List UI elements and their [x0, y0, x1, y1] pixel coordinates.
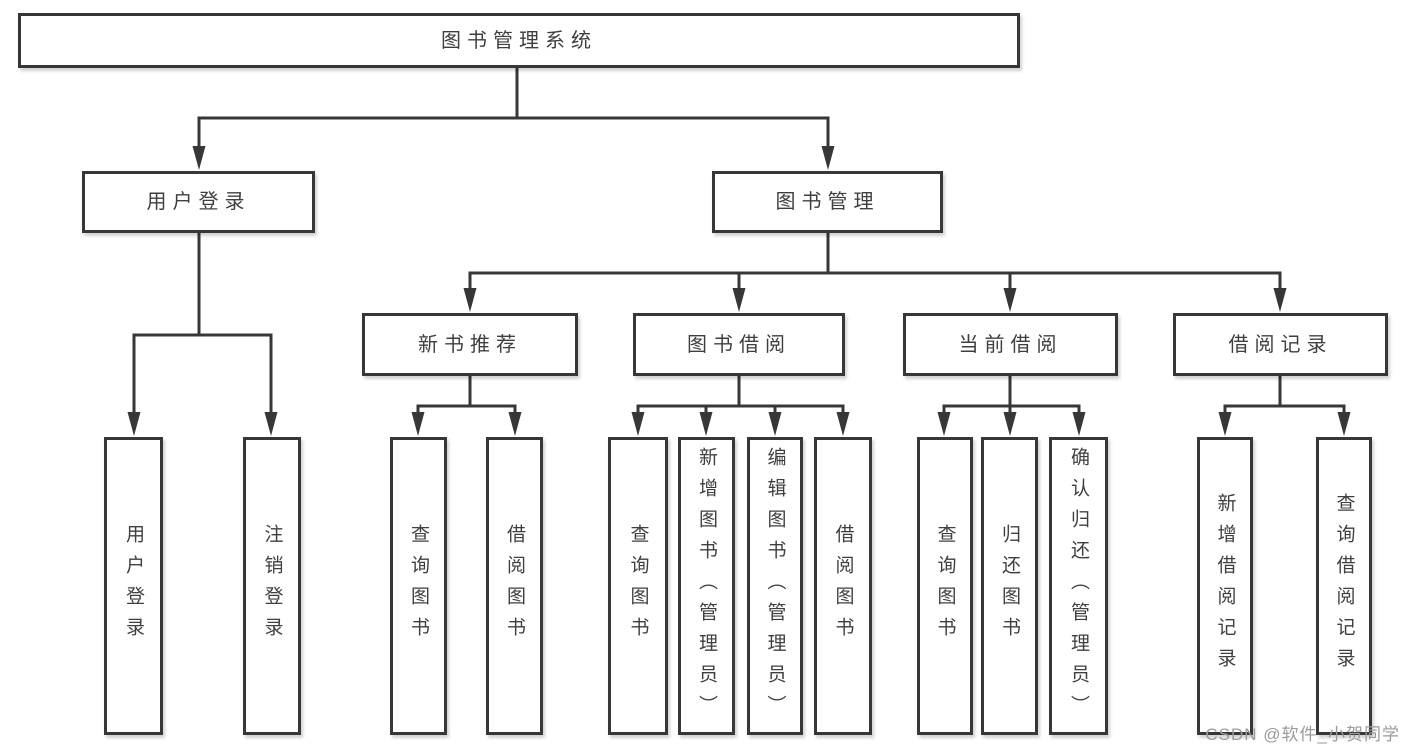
leaf-query-book-current: 查询图书: [917, 437, 973, 735]
leaf-borrow-book: 借阅图书: [814, 437, 872, 735]
node-borrow-records: 借阅记录: [1173, 313, 1388, 376]
leaf-add-borrow-record: 新增借阅记录: [1197, 437, 1253, 735]
leaf-add-book-admin: 新增图书（管理员）: [678, 437, 735, 735]
leaf-return-book: 归还图书: [981, 437, 1038, 735]
node-book-management: 图书管理: [712, 171, 943, 233]
node-book-borrow: 图书借阅: [633, 313, 845, 376]
node-current-borrow: 当前借阅: [903, 313, 1118, 376]
watermark: CSDN @软件_小贺同学: [1205, 725, 1400, 744]
leaf-user-login: 用户登录: [104, 437, 163, 735]
node-new-book-recommend: 新书推荐: [362, 313, 578, 376]
leaf-edit-book-admin: 编辑图书（管理员）: [747, 437, 803, 735]
node-user-login: 用户登录: [82, 171, 315, 233]
leaf-logout: 注销登录: [243, 437, 301, 735]
leaf-borrow-book-recommend: 借阅图书: [486, 437, 543, 735]
leaf-confirm-return-admin: 确认归还（管理员）: [1049, 437, 1108, 735]
leaf-query-borrow-record: 查询借阅记录: [1316, 437, 1372, 735]
leaf-query-book-recommend: 查询图书: [390, 437, 447, 735]
node-root-system: 图书管理系统: [18, 13, 1020, 68]
leaf-query-book-borrow: 查询图书: [608, 437, 668, 735]
